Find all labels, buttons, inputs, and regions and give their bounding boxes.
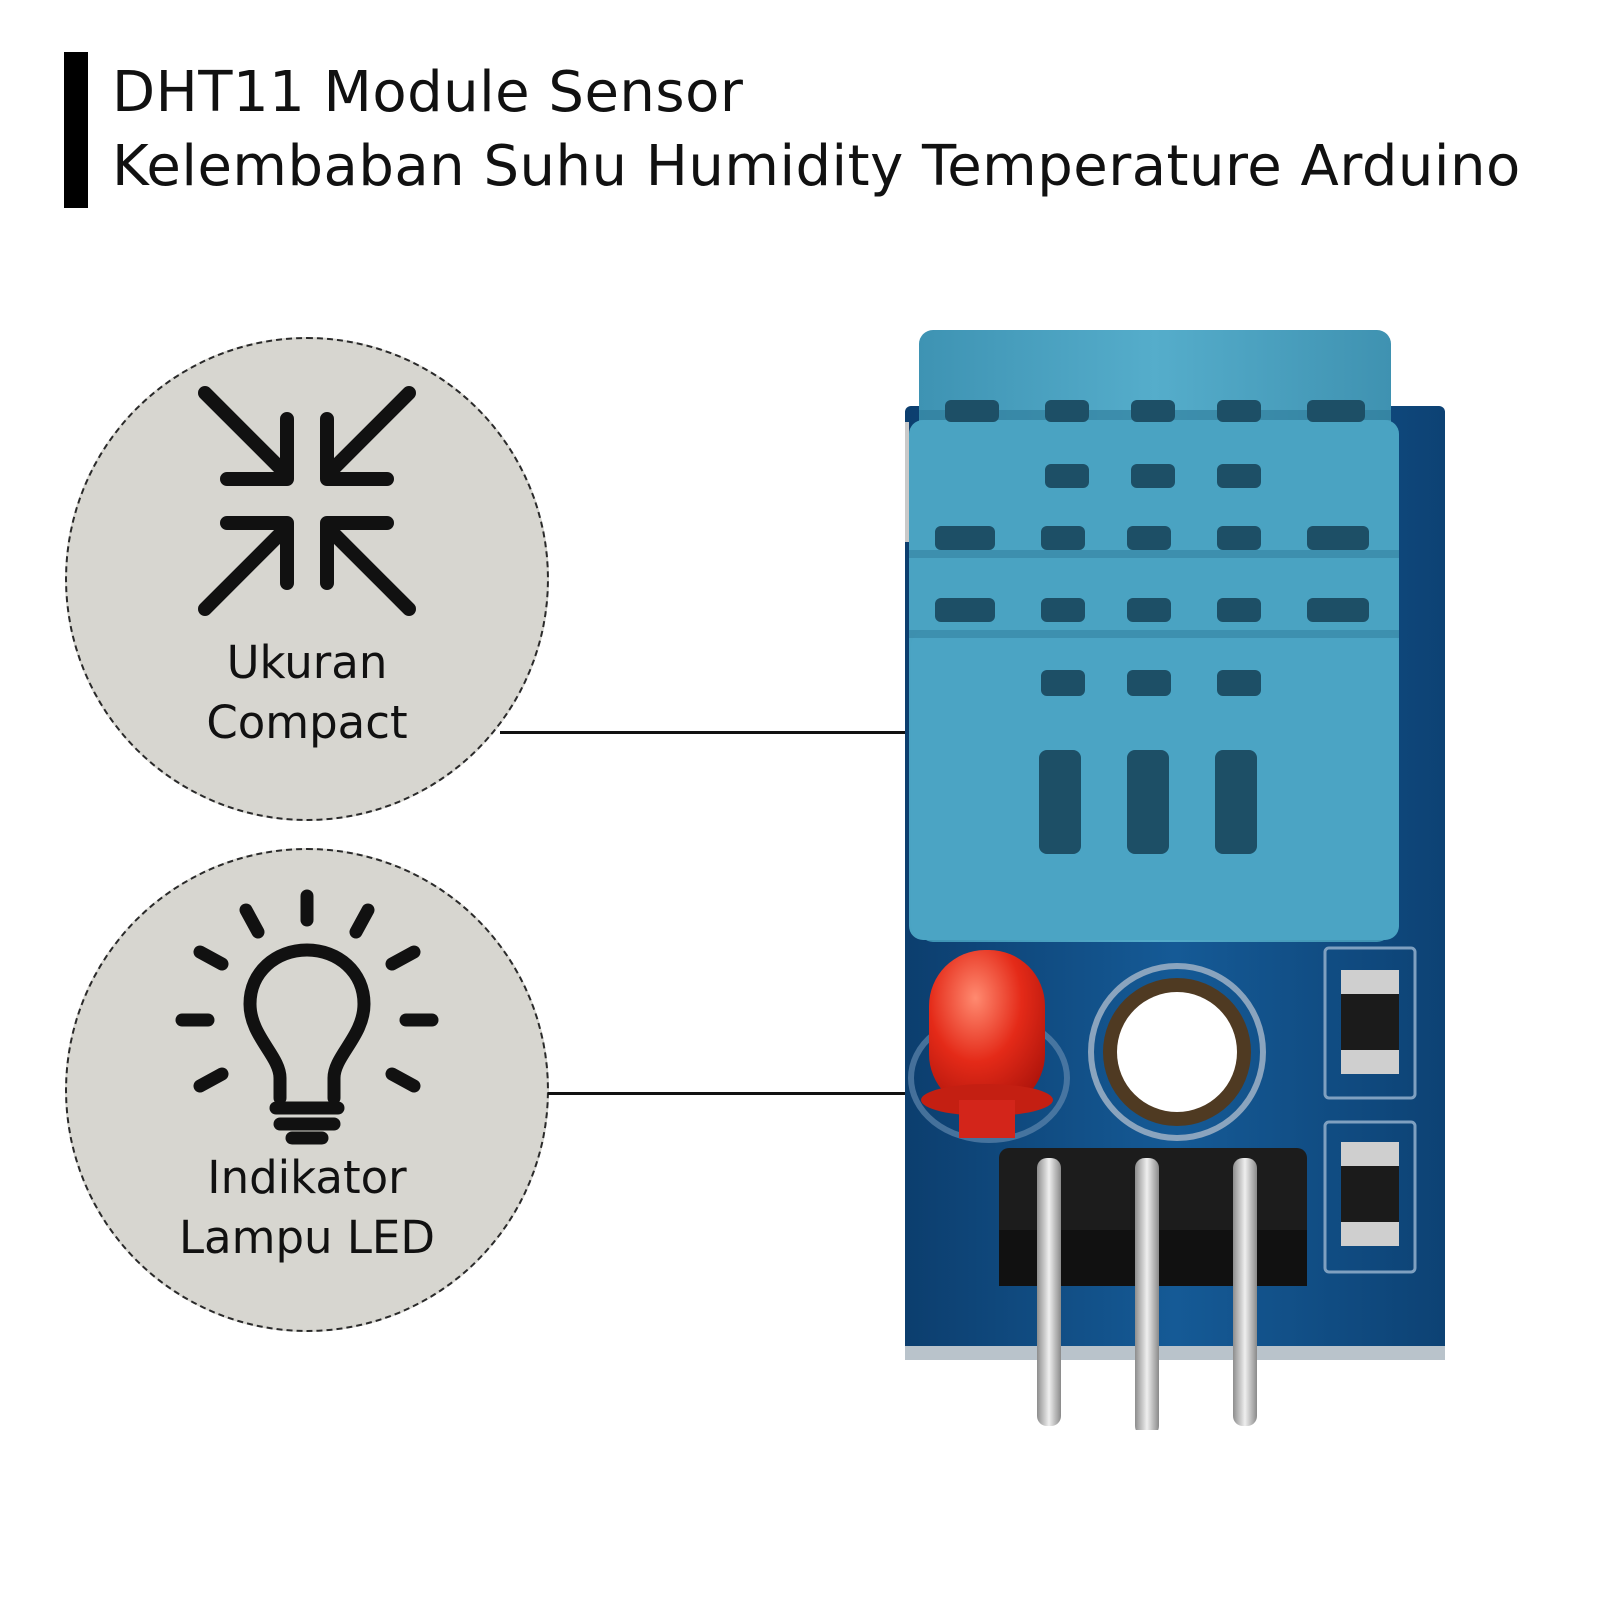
smd-resistors bbox=[1323, 946, 1417, 1274]
feature-label-led: Indikator Lampu LED bbox=[178, 1151, 436, 1264]
title-line-1: DHT11 Module Sensor bbox=[112, 60, 744, 125]
lightbulb-icon bbox=[175, 889, 439, 1145]
feature-label-compact: Ukuran Compact bbox=[206, 636, 408, 749]
sensor-housing bbox=[909, 330, 1399, 942]
mounting-hole bbox=[1088, 963, 1266, 1141]
title-accent-bar bbox=[64, 52, 88, 208]
dht11-module-image bbox=[905, 330, 1445, 1430]
pin-header bbox=[999, 1148, 1307, 1430]
callout-line-led bbox=[548, 1092, 924, 1095]
callout-line-compact bbox=[500, 731, 920, 734]
compress-arrows-icon bbox=[198, 386, 416, 616]
led-indicator bbox=[908, 950, 1070, 1143]
feature-badge-led: Indikator Lampu LED bbox=[65, 848, 549, 1332]
title-line-2: Kelembaban Suhu Humidity Temperature Ard… bbox=[112, 134, 1521, 199]
page-title: DHT11 Module Sensor Kelembaban Suhu Humi… bbox=[112, 56, 1521, 204]
feature-badge-compact: Ukuran Compact bbox=[65, 337, 549, 821]
